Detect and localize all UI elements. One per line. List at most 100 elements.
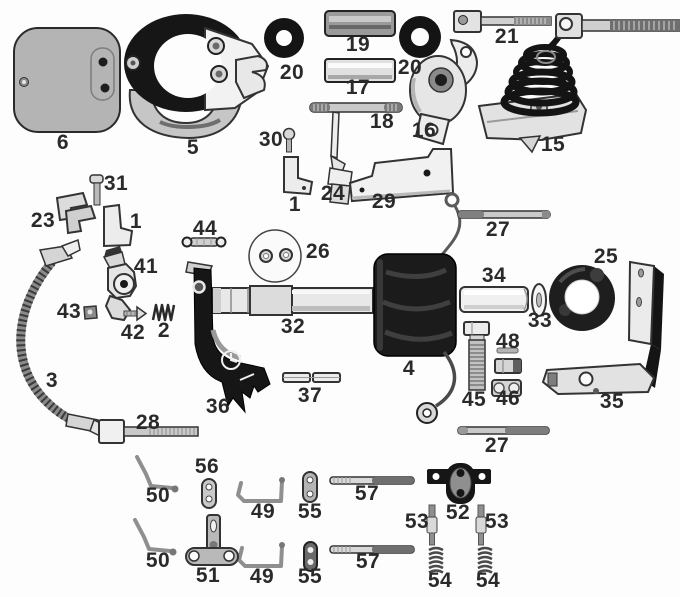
part-21-illustration [453, 10, 552, 33]
part-label-5: 5 [186, 136, 200, 159]
part-29-illustration [348, 148, 462, 257]
part-label-45: 45 [461, 388, 487, 411]
part-label-41: 41 [133, 255, 159, 278]
part-32-illustration [212, 285, 374, 316]
part-label-34: 34 [481, 264, 507, 287]
part-label-31: 31 [103, 172, 129, 195]
part-label-3: 3 [45, 369, 59, 392]
part-label-53-left: 53 [404, 510, 430, 533]
part-35-illustration [541, 260, 664, 396]
part-50-top-illustration [135, 455, 179, 493]
part-label-44: 44 [192, 217, 218, 240]
part-23-illustration [55, 191, 97, 235]
part-label-23: 23 [30, 209, 56, 232]
part-17-illustration [324, 58, 396, 83]
part-41-illustration [102, 246, 138, 322]
part-label-49-bottom: 49 [249, 565, 275, 588]
part-label-27-top: 27 [485, 218, 511, 241]
part-20-right-illustration [399, 16, 441, 58]
part-label-1-left: 1 [129, 210, 143, 233]
part-28-illustration [98, 419, 199, 444]
part-27-bottom-illustration [457, 426, 550, 435]
part-label-25: 25 [593, 245, 619, 268]
part-53-left-illustration [426, 504, 438, 546]
part-24-illustration [327, 111, 353, 205]
part-label-30: 30 [258, 128, 284, 151]
part-5-illustration [124, 14, 270, 140]
part-57-top-illustration [329, 476, 415, 485]
part-26-illustration [248, 229, 302, 283]
part-label-52: 52 [445, 501, 471, 524]
part-label-29: 29 [371, 190, 397, 213]
part-label-28: 28 [135, 411, 161, 434]
part-label-35: 35 [599, 390, 625, 413]
part-label-37: 37 [297, 384, 323, 407]
part-label-24: 24 [320, 182, 346, 205]
part-label-19: 19 [345, 33, 371, 56]
part-1-left-illustration [103, 203, 134, 248]
part-label-51: 51 [195, 564, 221, 587]
part-49-bottom-illustration [237, 542, 285, 568]
part-55-bottom-illustration [303, 541, 318, 572]
part-20-left-illustration [264, 18, 304, 58]
part-56-illustration [201, 478, 217, 509]
part-label-20-left: 20 [279, 61, 305, 84]
part-37-illustration [282, 372, 341, 383]
part-2-illustration [151, 303, 176, 322]
part-4-illustration [373, 253, 457, 424]
part-label-43: 43 [56, 300, 82, 323]
part-label-46: 46 [495, 387, 521, 410]
part-36-illustration [185, 261, 271, 414]
part-label-57-bottom: 57 [355, 550, 381, 573]
part-34-illustration [459, 286, 529, 313]
part-label-50-bottom: 50 [145, 549, 171, 572]
part-label-26: 26 [305, 240, 331, 263]
part-49-top-illustration [236, 477, 285, 503]
part-label-20-right: 20 [397, 56, 423, 79]
part-label-55-top: 55 [297, 500, 323, 523]
part-label-53-right: 53 [484, 510, 510, 533]
part-label-55-bottom: 55 [297, 565, 323, 588]
part-48-illustration [496, 347, 519, 354]
part-label-16: 16 [411, 119, 437, 142]
part-label-54-left: 54 [427, 569, 453, 592]
part-label-33: 33 [527, 309, 553, 332]
part-label-48: 48 [495, 330, 521, 353]
part-label-49-top: 49 [250, 500, 276, 523]
part-55-top-illustration [302, 471, 318, 503]
part-label-36: 36 [205, 395, 231, 418]
part-45-illustration [463, 321, 490, 391]
part-label-50-top: 50 [145, 484, 171, 507]
part-3-illustration [16, 238, 112, 439]
part-label-17: 17 [345, 76, 371, 99]
part-30-illustration [282, 127, 296, 153]
part-44-illustration [181, 236, 227, 248]
part-15-illustration [477, 13, 680, 154]
part-6-illustration [13, 27, 121, 133]
part-19-illustration [324, 10, 396, 37]
part-label-54-right: 54 [475, 569, 501, 592]
part-label-27-bottom: 27 [484, 434, 510, 457]
part-27-top-illustration [457, 210, 551, 219]
part-label-32: 32 [280, 315, 306, 338]
part-label-56: 56 [194, 455, 220, 478]
part-42-illustration [123, 305, 148, 322]
part-46-illustration [491, 358, 522, 397]
part-label-2: 2 [157, 319, 171, 342]
part-50-bottom-illustration [133, 518, 177, 556]
part-label-1-right: 1 [288, 193, 302, 216]
part-label-42: 42 [120, 321, 146, 344]
part-54-left-illustration [428, 546, 444, 574]
part-51-illustration [185, 514, 239, 566]
part-label-18: 18 [369, 110, 395, 133]
part-54-right-illustration [477, 546, 493, 574]
part-25-illustration [549, 265, 615, 331]
part-52-illustration [427, 463, 491, 504]
part-label-15: 15 [540, 133, 566, 156]
part-label-4: 4 [402, 357, 416, 380]
part-18-illustration [309, 102, 403, 113]
part-31-illustration [89, 174, 104, 206]
part-43-illustration [83, 305, 98, 320]
